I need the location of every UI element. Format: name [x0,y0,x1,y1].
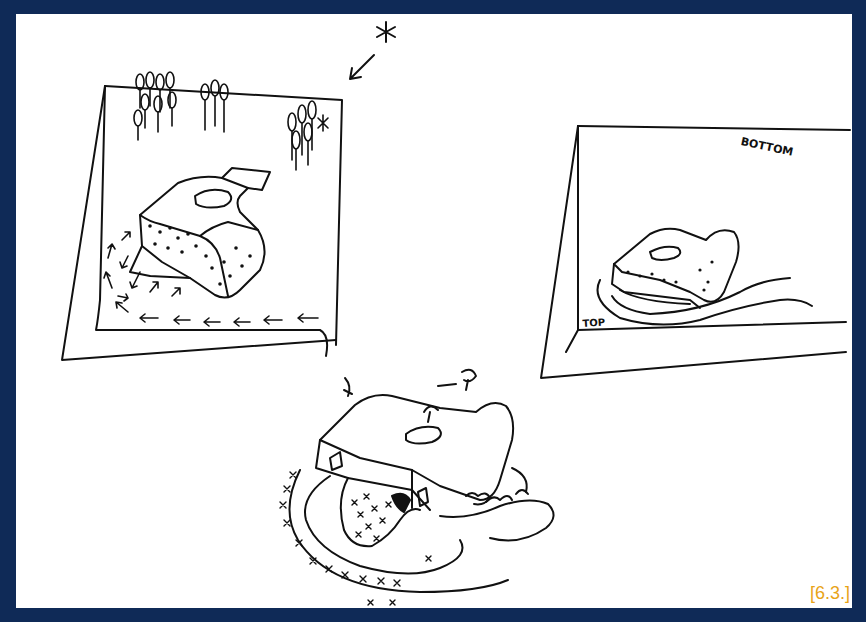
figure-number: [6.3.] [810,584,850,604]
handwritten-label: TOP [582,316,605,329]
